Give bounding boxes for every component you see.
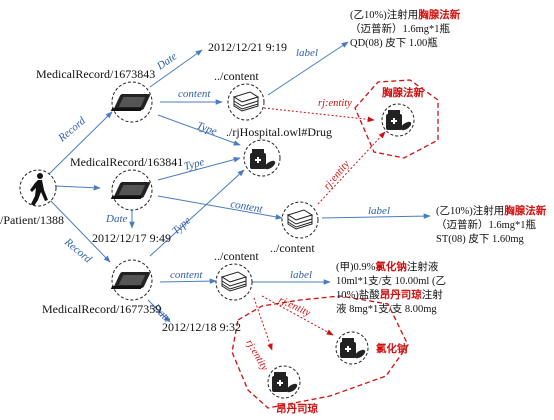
literal-1-line-2: （迈普新）1.6mg*1瓶 bbox=[350, 22, 451, 35]
edge-label-content-1: content bbox=[178, 88, 211, 100]
entity-node-2: 氯化钠 bbox=[335, 331, 408, 365]
literal-label-3: (甲)0.9%氯化钠注射液 10ml*1支/支 10.00ml (乙 10%)盐… bbox=[336, 260, 446, 315]
edge-label-type-1: Type bbox=[195, 120, 219, 138]
content-label-1: ../content bbox=[214, 69, 259, 83]
edge-label-entity-3b: rj:entity bbox=[277, 295, 313, 319]
content-label-2: ../content bbox=[270, 241, 315, 255]
edge-label-content-3: content bbox=[170, 269, 203, 281]
literal-label-2: (乙10%)注射用胸腺法新 （迈普新）1.6mg*1瓶 ST(08) 皮下 1.… bbox=[436, 204, 547, 245]
edge-type-3 bbox=[149, 169, 245, 257]
record-label-2: MedicalRecord/163841 bbox=[70, 155, 183, 169]
literal-2-line-3: ST(08) 皮下 1.60mg bbox=[436, 232, 525, 245]
record-label-1: MedicalRecord/1673843 bbox=[36, 67, 155, 81]
entity-node-3: 昂丹司琼 bbox=[267, 365, 318, 415]
entity-edges bbox=[253, 107, 386, 351]
edge-label-label-2: label bbox=[368, 205, 390, 217]
entity-label-3: 昂丹司琼 bbox=[276, 402, 318, 415]
literal-1-line-3: QD(08) 皮下 1.00瓶 bbox=[350, 36, 438, 49]
edge-record-3 bbox=[47, 197, 111, 263]
edge-label-label-1: label bbox=[296, 47, 318, 59]
literal-3-line-1: (甲)0.9%氯化钠注射液 bbox=[336, 260, 439, 273]
literal-label-1: (乙10%)注射用胸腺法新 （迈普新）1.6mg*1瓶 QD(08) 皮下 1.… bbox=[350, 8, 461, 49]
edge-label-label-3: label bbox=[290, 269, 312, 281]
content-node-3: ../content bbox=[214, 249, 259, 301]
edge-entity-1 bbox=[263, 107, 375, 123]
edge-content-3 bbox=[159, 278, 217, 284]
literal-3-line-4: 液 8mg*1支/支 8.00mg bbox=[336, 302, 437, 315]
literal-3-line-3: 10%)盐酸昂丹司琼注射 bbox=[336, 288, 443, 301]
record-node-2: MedicalRecord/163841 2012/12/17 9:49 bbox=[70, 155, 183, 245]
record-date-2: 2012/12/17 9:49 bbox=[92, 231, 171, 245]
record-node-1: MedicalRecord/1673843 2012/12/21 9:19 bbox=[36, 40, 287, 123]
literal-2-line-2: （迈普新）1.6mg*1瓶 bbox=[436, 218, 537, 231]
edge-label-date-2: Date bbox=[105, 213, 128, 225]
entity-label-1: 胸腺法新 bbox=[382, 86, 424, 99]
edge-label-date-1: Date bbox=[154, 50, 179, 73]
edge-label-2 bbox=[321, 213, 431, 219]
edge-label-1 bbox=[267, 41, 349, 96]
edge-date-3 bbox=[147, 299, 171, 323]
edge-label-content-2: content bbox=[229, 198, 264, 216]
patient-label: /Patient/1388 bbox=[0, 213, 64, 227]
entity-cluster-1 bbox=[354, 79, 439, 159]
edge-label-type-3: Type bbox=[170, 214, 193, 237]
literal-1-line-1: (乙10%)注射用胸腺法新 bbox=[350, 8, 461, 21]
drug-type-label: ./rjHospital.owl#Drug bbox=[226, 125, 332, 139]
content-node-1: ../content bbox=[214, 69, 265, 121]
edge-record-1 bbox=[47, 111, 113, 176]
content-label-3: ../content bbox=[214, 249, 259, 263]
edge-entity-3a bbox=[253, 297, 273, 351]
edge-record-2 bbox=[54, 184, 101, 191]
content-node-2: ../content bbox=[270, 201, 319, 255]
edge-label-entity-3a: rj:entity bbox=[243, 338, 270, 373]
edge-label-type-2: Type bbox=[183, 156, 206, 173]
edge-type-2 bbox=[157, 156, 241, 181]
literal-2-line-1: (乙10%)注射用胸腺法新 bbox=[436, 204, 547, 217]
entity-cluster-3 bbox=[231, 295, 409, 409]
edge-entity-3b bbox=[261, 295, 334, 336]
walking-person-icon bbox=[30, 173, 48, 206]
edges bbox=[47, 41, 431, 323]
patient-node: /Patient/1388 bbox=[0, 169, 64, 227]
record-label-3: MedicalRecord/1677359 bbox=[42, 302, 161, 316]
entity-node-1: 胸腺法新 bbox=[381, 86, 424, 137]
edge-content-2 bbox=[157, 195, 283, 220]
drug-type-node: ./rjHospital.owl#Drug bbox=[226, 125, 332, 177]
literal-3-line-2: 10ml*1支/支 10.00ml (乙 bbox=[336, 275, 446, 287]
record-date-3: 2012/12/18 9:32 bbox=[162, 320, 241, 334]
edge-label-entity-1: rj:entity bbox=[318, 98, 352, 109]
entity-label-2: 氯化钠 bbox=[376, 342, 408, 355]
edge-date-1 bbox=[149, 49, 203, 88]
record-date-1: 2012/12/21 9:19 bbox=[208, 40, 287, 54]
edge-type-1 bbox=[157, 114, 241, 146]
edge-label-entity-2: rj:entity bbox=[322, 159, 352, 192]
edge-entity-2 bbox=[317, 131, 386, 205]
record-node-3: MedicalRecord/1677359 2012/12/18 9:32 bbox=[42, 259, 241, 334]
